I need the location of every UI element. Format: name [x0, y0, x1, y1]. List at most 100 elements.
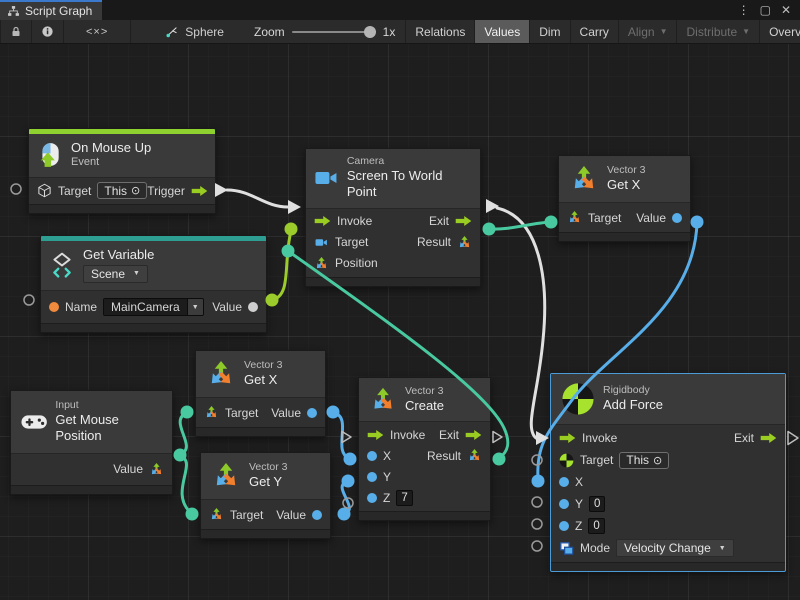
- port-trigger-label: Trigger: [147, 184, 185, 198]
- port-target-label: Target: [588, 211, 621, 225]
- port-row: Target Value: [201, 504, 330, 525]
- value-port[interactable]: [672, 213, 682, 223]
- vector3-icon[interactable]: [314, 256, 329, 271]
- align-label: Align: [628, 25, 655, 39]
- node-subtitle: Event: [71, 156, 151, 170]
- vector3-icon[interactable]: [209, 507, 224, 522]
- window-menu-button[interactable]: ⋮: [735, 3, 753, 17]
- port-row: Y: [359, 466, 490, 487]
- port-row: X Result: [359, 445, 490, 466]
- z-value-field[interactable]: 7: [396, 490, 412, 506]
- variable-name-dropdown[interactable]: MainCamera ▼: [103, 298, 204, 316]
- name-port[interactable]: [49, 302, 59, 312]
- dim-button[interactable]: Dim: [530, 20, 570, 43]
- mouse-up-icon: [37, 142, 63, 168]
- info-button[interactable]: [32, 20, 64, 43]
- node-vector3-create[interactable]: Vector 3 Create Invoke Exit X Result: [358, 377, 491, 521]
- flow-arrow-icon[interactable]: [191, 185, 208, 197]
- node-category: Vector 3: [249, 461, 288, 474]
- value-port[interactable]: [307, 408, 317, 418]
- node-get-y[interactable]: Vector 3 Get Y Target Value: [200, 452, 331, 539]
- y-value-field[interactable]: 0: [589, 496, 605, 512]
- info-icon: [41, 25, 54, 38]
- port-x-label: X: [575, 475, 583, 489]
- value-port[interactable]: [248, 302, 258, 312]
- port-row: X: [551, 471, 785, 493]
- flow-arrow-icon[interactable]: [367, 429, 384, 441]
- overview-button[interactable]: Overview: [760, 20, 800, 43]
- mode-dropdown[interactable]: Velocity Change ▼: [616, 539, 734, 557]
- node-screen-to-world-point[interactable]: Camera Screen To World Point Invoke Exit…: [305, 148, 481, 287]
- port-invoke-label: Invoke: [390, 428, 425, 442]
- port-mode-label: Mode: [580, 541, 610, 555]
- vector3-icon[interactable]: [457, 235, 472, 250]
- port-row: Invoke Exit: [306, 211, 480, 232]
- flow-arrow-icon[interactable]: [559, 432, 576, 444]
- x-port[interactable]: [559, 477, 569, 487]
- vector3-icon[interactable]: [567, 210, 582, 225]
- value-port[interactable]: [312, 510, 322, 520]
- node-footer: [11, 485, 172, 494]
- node-get-variable[interactable]: Get Variable Scene ▼ Name MainCamera ▼ V…: [40, 235, 267, 333]
- port-invoke-label: Invoke: [337, 214, 372, 228]
- window-maximize-button[interactable]: ▢: [757, 3, 774, 17]
- port-row: Z 7: [359, 487, 490, 508]
- window-close-button[interactable]: ✕: [778, 3, 794, 17]
- graph-toolbar: <×> Sphere Zoom 1x Relations Values Dim …: [0, 20, 800, 44]
- z-value-field[interactable]: 0: [588, 518, 604, 534]
- port-row: Target This ⊙ Trigger: [29, 180, 215, 201]
- relations-button[interactable]: Relations: [405, 20, 475, 43]
- node-on-mouse-up[interactable]: On Mouse Up Event Target This ⊙ Trigger: [28, 128, 216, 214]
- lock-button[interactable]: [0, 20, 32, 43]
- chevron-down-icon: ▼: [719, 545, 726, 552]
- zoom-slider[interactable]: [292, 31, 376, 33]
- carry-button[interactable]: Carry: [571, 20, 619, 43]
- node-title: On Mouse Up: [71, 140, 151, 156]
- vector3-icon[interactable]: [204, 405, 219, 420]
- node-footer: [29, 204, 215, 213]
- port-invoke-label: Invoke: [582, 431, 617, 445]
- window-tab-bar: Script Graph ⋮ ▢ ✕: [0, 0, 800, 20]
- flow-arrow-icon[interactable]: [465, 429, 482, 441]
- vector3-icon[interactable]: [149, 462, 164, 477]
- flow-arrow-icon[interactable]: [314, 215, 331, 227]
- node-get-mouse-position[interactable]: Input Get Mouse Position Value: [10, 390, 173, 495]
- distribute-button[interactable]: Distribute ▼: [677, 20, 760, 43]
- enum-mode-icon[interactable]: [559, 541, 574, 556]
- target-self-chip[interactable]: This ⊙: [97, 182, 147, 199]
- variable-scope-dropdown[interactable]: Scene ▼: [83, 265, 148, 283]
- values-button[interactable]: Values: [475, 20, 530, 43]
- port-result-label: Result: [427, 449, 461, 463]
- tab-script-graph[interactable]: Script Graph: [0, 0, 102, 20]
- y-port[interactable]: [367, 472, 377, 482]
- flow-arrow-icon[interactable]: [760, 432, 777, 444]
- port-target-label: Target: [225, 406, 258, 420]
- port-row: Mode Velocity Change ▼: [551, 537, 785, 559]
- rigidbody-icon[interactable]: [559, 453, 574, 468]
- vector3-icon[interactable]: [467, 448, 482, 463]
- target-self-chip[interactable]: This ⊙: [619, 452, 669, 469]
- port-row: Y 0: [551, 493, 785, 515]
- node-add-force[interactable]: Rigidbody Add Force Invoke Exit Target T…: [550, 373, 786, 572]
- z-port[interactable]: [367, 493, 377, 503]
- x-port[interactable]: [367, 451, 377, 461]
- camera-icon[interactable]: [314, 236, 329, 249]
- zoom-slider-knob[interactable]: [364, 26, 376, 38]
- node-get-x-top[interactable]: Vector 3 Get X Target Value: [558, 155, 691, 242]
- port-position-label: Position: [335, 256, 378, 270]
- zoom-value: 1x: [383, 25, 396, 39]
- code-preview-button[interactable]: <×>: [64, 20, 131, 43]
- port-value-label: Value: [276, 508, 306, 522]
- zoom-label: Zoom: [254, 25, 285, 39]
- port-name-label: Name: [65, 300, 97, 314]
- cube-icon: [37, 183, 52, 198]
- graph-breadcrumb[interactable]: Sphere: [157, 20, 232, 43]
- node-get-x-mid[interactable]: Vector 3 Get X Target Value: [195, 350, 326, 437]
- port-target-label: Target: [230, 508, 263, 522]
- flow-arrow-icon[interactable]: [455, 215, 472, 227]
- align-button[interactable]: Align ▼: [619, 20, 678, 43]
- y-port[interactable]: [559, 499, 569, 509]
- z-port[interactable]: [559, 521, 569, 531]
- mode-value: Velocity Change: [624, 541, 711, 555]
- gamepad-icon: [21, 413, 47, 431]
